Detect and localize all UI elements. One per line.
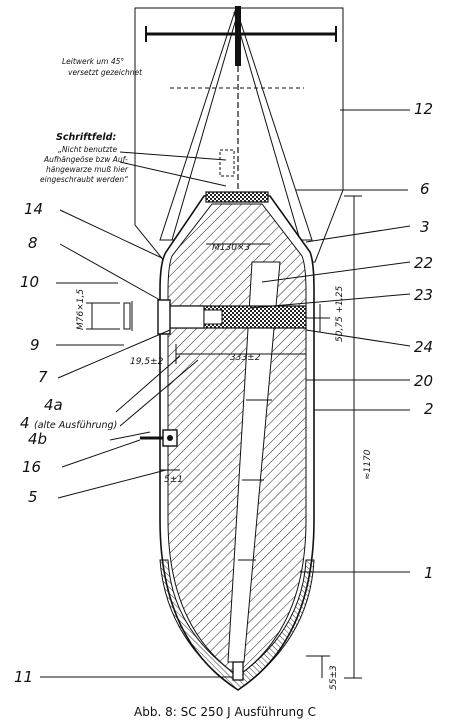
dim-thread-side: M76×1,5 [76, 289, 86, 330]
label-20: 20 [414, 372, 433, 390]
label-field-line4: eingeschraubt werden“ [40, 175, 128, 184]
label-8: 8 [28, 234, 38, 252]
label-11: 11 [14, 668, 33, 686]
label-3: 3 [420, 218, 430, 236]
tail-rod [235, 6, 241, 66]
label-7: 7 [38, 368, 48, 386]
label-24: 24 [414, 338, 433, 356]
dim-55: 55±3 [329, 665, 339, 690]
label-5: 5 [28, 488, 38, 506]
label-10: 10 [20, 273, 39, 291]
label-4-note: (alte Ausführung) [34, 420, 117, 431]
label-1: 1 [424, 564, 434, 582]
fins-note-line2: versetzt gezeichnet [68, 68, 143, 77]
label-14: 14 [24, 200, 43, 218]
label-field-line1: „Nicht benutzte [58, 145, 117, 154]
dim-thread-main: M130×3 [212, 243, 250, 253]
nose-shell [159, 559, 315, 691]
nose-pin [232, 661, 244, 681]
label-field-line2: Aufhängeöse bzw Auf- [43, 155, 128, 164]
center-tube [227, 261, 281, 663]
base-plate [205, 191, 269, 203]
label-16: 16 [22, 458, 41, 476]
label-4a: 4a [44, 396, 63, 414]
figure-caption: Abb. 8: SC 250 J Ausführung C [134, 705, 316, 719]
label-4b: 4b [28, 430, 47, 448]
label-9: 9 [30, 336, 40, 354]
side-washer [123, 302, 131, 330]
dim-195: 19,5±2 [130, 357, 164, 367]
label-field-title: Schriftfeld: [56, 132, 116, 143]
dim-5075: 50,75 +1,25 [335, 286, 345, 342]
label-23: 23 [414, 286, 433, 304]
dim-333: 333±2 [230, 353, 261, 363]
tail-fin-plate [134, 7, 344, 263]
label-12: 12 [414, 100, 433, 118]
fuze-head [157, 299, 171, 335]
dim-51: 5±1 [164, 475, 183, 485]
label-field-line3: hängewarze muß hier [46, 165, 129, 174]
dim-1170: ≈1170 [363, 449, 373, 480]
label-22: 22 [414, 254, 433, 272]
label-4: 4 [20, 414, 30, 432]
fins-note-line1: Leitwerk um 45° [62, 57, 124, 66]
label-2: 2 [424, 400, 434, 418]
label-6: 6 [420, 180, 430, 198]
